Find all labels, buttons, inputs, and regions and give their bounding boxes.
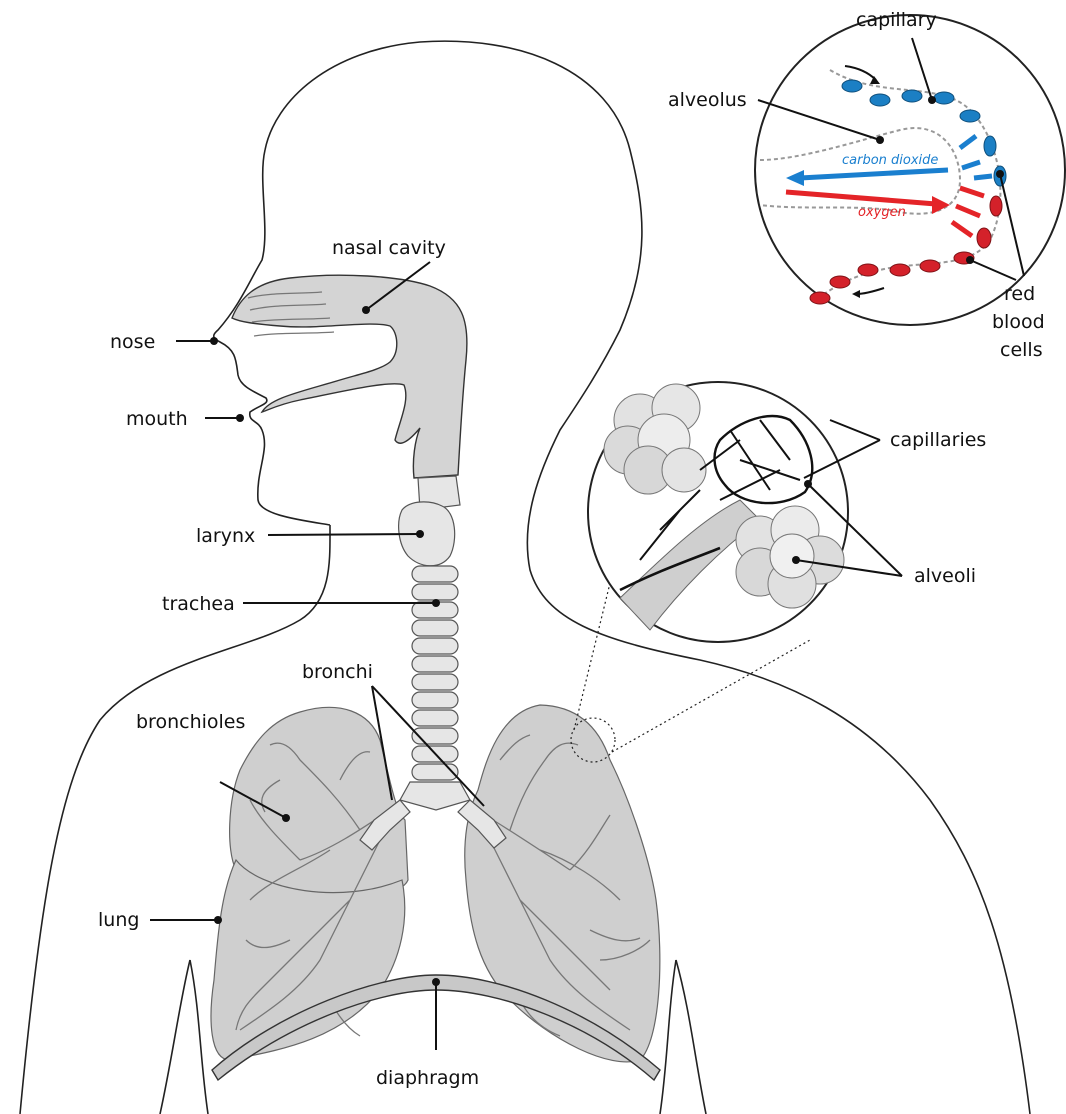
label-alveoli: alveoli [914, 565, 976, 587]
label-nasal-cavity: nasal cavity [332, 237, 446, 259]
label-red-blood-cells-2: blood [992, 311, 1045, 333]
label-diaphragm: diaphragm [376, 1067, 479, 1089]
label-trachea: trachea [162, 593, 235, 615]
label-mouth: mouth [126, 408, 188, 430]
right-arm-line [660, 960, 676, 1114]
label-larynx: larynx [196, 525, 255, 547]
zoom-line-2 [612, 640, 810, 752]
label-red-blood-cells-1: red [1004, 283, 1035, 305]
label-capillaries: capillaries [890, 429, 986, 451]
label-nose: nose [110, 331, 155, 353]
label-lung: lung [98, 909, 139, 931]
left-arm-line [160, 960, 190, 1114]
label-alveolus: alveolus [668, 89, 747, 111]
label-red-blood-cells-3: cells [1000, 339, 1043, 361]
label-carbon-dioxide: carbon dioxide [842, 153, 938, 168]
label-bronchioles: bronchioles [136, 711, 245, 733]
label-oxygen: oxygen [858, 205, 906, 220]
right-torso-line [676, 960, 706, 1114]
label-bronchi: bronchi [302, 661, 373, 683]
left-torso-line [190, 960, 208, 1114]
nasal-cavity-shape [232, 275, 467, 478]
label-capillary: capillary [856, 9, 937, 31]
